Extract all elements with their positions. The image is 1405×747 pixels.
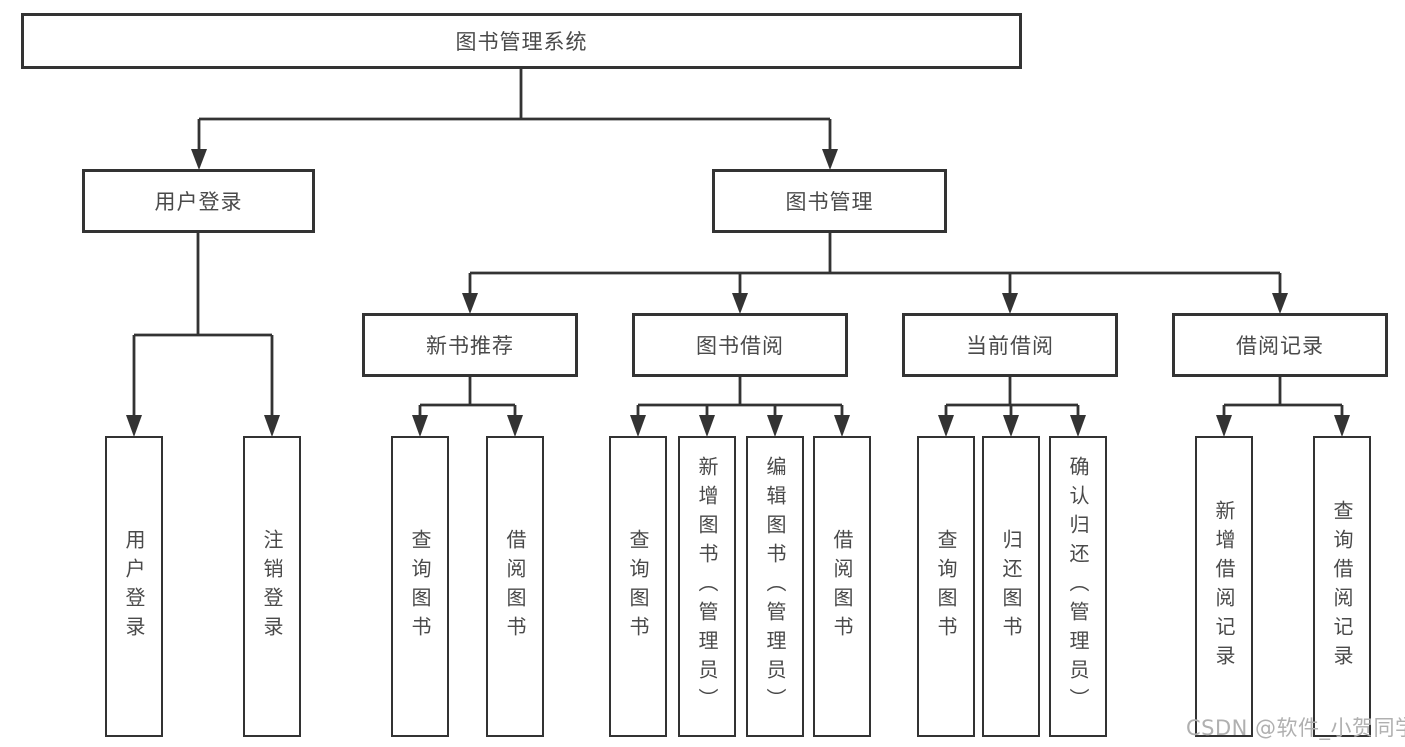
node-library-system-label: 图书管理系统 [455,30,588,54]
node-book-borrow-label: 图书借阅 [696,334,784,358]
leaf-borrow-books: 借阅图书 [813,436,871,737]
node-borrow-records: 借阅记录 [1172,313,1388,377]
node-book-management-label: 图书管理 [785,190,874,214]
leaf-logout: 注销登录 [243,436,301,737]
arrowhead-icons [126,149,1350,437]
leaf-logout-label: 注销登录 [260,528,284,645]
leaf-query-books-borrow: 查询图书 [609,436,667,737]
leaf-confirm-return-admin: 确认归还（管理员） [1049,436,1107,737]
leaf-add-books-admin: 新增图书（管理员） [678,436,736,737]
leaf-add-books-admin-label: 新增图书（管理员） [695,456,719,717]
leaf-edit-books-admin: 编辑图书（管理员） [746,436,804,737]
leaf-query-borrow-record-label: 查询借阅记录 [1330,499,1354,674]
leaf-borrow-books-label: 借阅图书 [830,528,854,645]
node-book-management: 图书管理 [712,169,947,233]
leaf-user-login-label: 用户登录 [122,528,146,645]
leaf-borrow-books-recommend-label: 借阅图书 [503,528,527,645]
leaf-query-books-current-label: 查询图书 [934,528,958,645]
csdn-watermark: CSDN @软件_小贺同学 [1186,716,1405,740]
node-new-book-recommend: 新书推荐 [362,313,578,377]
leaf-user-login: 用户登录 [105,436,163,737]
node-current-borrow: 当前借阅 [902,313,1118,377]
leaf-query-borrow-record: 查询借阅记录 [1313,436,1371,737]
leaf-confirm-return-admin-label: 确认归还（管理员） [1066,456,1090,717]
leaf-query-books-current: 查询图书 [917,436,975,737]
leaf-borrow-books-recommend: 借阅图书 [486,436,544,737]
leaf-query-books-recommend: 查询图书 [391,436,449,737]
node-current-borrow-label: 当前借阅 [966,334,1054,358]
node-user-login: 用户登录 [82,169,315,233]
leaf-edit-books-admin-label: 编辑图书（管理员） [763,456,787,717]
node-borrow-records-label: 借阅记录 [1236,334,1324,358]
leaf-add-borrow-record-label: 新增借阅记录 [1212,499,1236,674]
node-new-book-recommend-label: 新书推荐 [426,334,514,358]
leaf-query-books-recommend-label: 查询图书 [408,528,432,645]
leaf-return-books: 归还图书 [982,436,1040,737]
leaf-return-books-label: 归还图书 [999,528,1023,645]
leaf-query-books-borrow-label: 查询图书 [626,528,650,645]
node-book-borrow: 图书借阅 [632,313,848,377]
node-user-login-label: 用户登录 [154,190,243,214]
node-library-system: 图书管理系统 [21,13,1022,69]
leaf-add-borrow-record: 新增借阅记录 [1195,436,1253,737]
